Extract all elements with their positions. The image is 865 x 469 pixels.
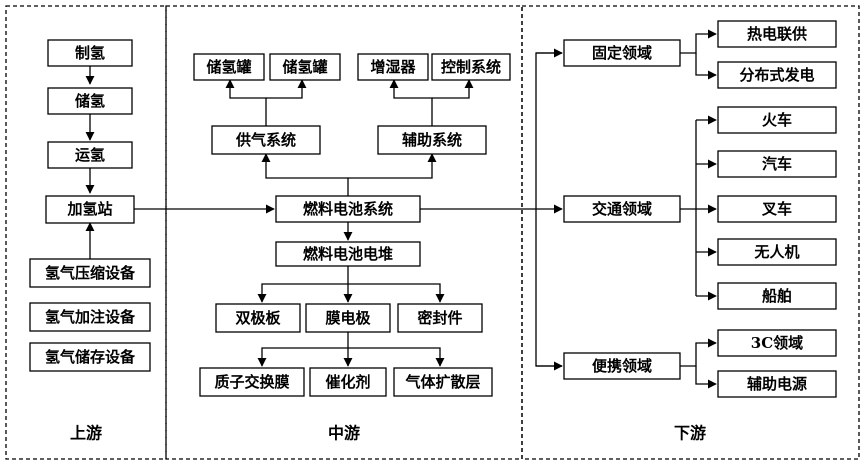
box-hydrogen-production: 制氢 — [47, 39, 133, 67]
svg-text:加氢站: 加氢站 — [66, 200, 112, 218]
svg-text:火车: 火车 — [762, 111, 792, 129]
svg-text:储氢罐: 储氢罐 — [282, 58, 327, 76]
arrow-stack-to-bipolar-and-seal — [257, 283, 445, 303]
svg-text:氢气储存设备: 氢气储存设备 — [45, 348, 136, 366]
arrow-auxiliary-to-humidifier — [389, 79, 433, 126]
box-auxiliary-power: 辅助电源 — [717, 370, 837, 398]
arrow-fc-system-to-gas-supply — [261, 153, 349, 196]
svg-text:膜电极: 膜电极 — [325, 309, 371, 327]
arrow-mea-to-pem-and-gdl — [257, 347, 445, 367]
svg-text:密封件: 密封件 — [417, 309, 462, 327]
arrow-gas-supply-to-tank-2 — [266, 79, 307, 99]
svg-text:便携领域: 便携领域 — [592, 357, 652, 375]
svg-text:增湿器: 增湿器 — [370, 58, 416, 76]
svg-text:储氢: 储氢 — [75, 92, 105, 110]
box-fuel-cell-system: 燃料电池系统 — [275, 195, 421, 223]
box-hydrogen-storage: 储氢 — [47, 87, 133, 115]
midstream-label: 中游 — [328, 424, 360, 443]
box-forklift: 叉车 — [717, 195, 837, 223]
box-control-system: 控制系统 — [431, 53, 511, 81]
box-transportation-field: 交通领域 — [563, 195, 681, 223]
arrow-gas-supply-to-tank-1 — [225, 79, 267, 126]
svg-text:汽车: 汽车 — [762, 155, 792, 173]
box-bipolar-plate: 双极板 — [215, 303, 301, 333]
downstream-label: 下游 — [674, 424, 706, 443]
svg-text:质子交换膜: 质子交换膜 — [214, 373, 289, 391]
arrow-stationary-to-distributed — [695, 53, 717, 80]
svg-text:辅助电源: 辅助电源 — [747, 375, 807, 393]
box-car: 汽车 — [717, 150, 837, 178]
box-tank-2: 储氢罐 — [269, 53, 341, 81]
svg-text:控制系统: 控制系统 — [441, 58, 501, 76]
svg-text:氢气压缩设备: 氢气压缩设备 — [45, 264, 136, 282]
box-portable-field: 便携领域 — [563, 352, 681, 380]
box-gas-diffusion-layer: 气体扩散层 — [393, 367, 493, 397]
arrow-portable-to-3c — [680, 338, 717, 367]
svg-text:储氢罐: 储氢罐 — [206, 58, 251, 76]
svg-text:分布式发电: 分布式发电 — [739, 66, 814, 84]
arrow-portable-to-aux-power — [695, 366, 717, 389]
upstream-label: 上游 — [70, 424, 102, 443]
svg-text:气体扩散层: 气体扩散层 — [404, 373, 480, 391]
arrow-fc-system-to-auxiliary — [348, 153, 437, 179]
upstream-section-frame — [5, 5, 167, 460]
box-auxiliary-system: 辅助系统 — [377, 125, 487, 155]
svg-text:燃料电池系统: 燃料电池系统 — [303, 200, 393, 218]
svg-text:氢气加注设备: 氢气加注设备 — [45, 308, 136, 326]
box-humidifier: 增湿器 — [357, 53, 429, 81]
box-catalyst: 催化剂 — [309, 367, 387, 397]
svg-text:供气系统: 供气系统 — [235, 131, 296, 149]
box-chp: 热电联供 — [717, 20, 837, 48]
box-storage-equipment: 氢气储存设备 — [29, 342, 151, 372]
box-fuel-cell-stack: 燃料电池电堆 — [275, 241, 421, 267]
box-3c: 3C领域 — [717, 329, 837, 357]
svg-text:船舶: 船舶 — [762, 287, 792, 305]
box-drone: 无人机 — [717, 238, 837, 266]
box-compression-equipment: 氢气压缩设备 — [29, 258, 151, 288]
svg-text:制氢: 制氢 — [75, 44, 105, 62]
box-hydrogen-transport: 运氢 — [47, 141, 133, 169]
box-distributed-generation: 分布式发电 — [717, 61, 837, 89]
arrow-auxiliary-to-control — [432, 79, 474, 99]
svg-text:3C领域: 3C领域 — [751, 334, 803, 352]
downstream-section-frame — [521, 5, 860, 460]
svg-text:热电联供: 热电联供 — [747, 25, 807, 43]
svg-text:交通领域: 交通领域 — [592, 200, 652, 218]
svg-text:运氢: 运氢 — [75, 146, 105, 164]
box-gas-supply-system: 供气系统 — [211, 125, 321, 155]
box-pem: 质子交换膜 — [199, 367, 305, 397]
box-stationary-field: 固定领域 — [563, 39, 681, 67]
box-train: 火车 — [717, 106, 837, 134]
box-tank-1: 储氢罐 — [193, 53, 265, 81]
box-seal: 密封件 — [397, 303, 483, 333]
svg-text:无人机: 无人机 — [753, 243, 799, 261]
svg-text:辅助系统: 辅助系统 — [402, 131, 462, 149]
box-mea: 膜电极 — [305, 303, 391, 333]
svg-text:双极板: 双极板 — [235, 309, 281, 327]
svg-text:固定领域: 固定领域 — [592, 44, 652, 62]
box-ship: 船舶 — [717, 282, 837, 310]
svg-text:叉车: 叉车 — [761, 200, 792, 218]
svg-text:催化剂: 催化剂 — [325, 373, 370, 391]
box-filling-equipment: 氢气加注设备 — [29, 302, 151, 332]
svg-text:燃料电池电堆: 燃料电池电堆 — [303, 245, 393, 263]
arrow-stationary-to-chp — [680, 29, 717, 54]
box-hydrogen-station: 加氢站 — [45, 195, 135, 224]
